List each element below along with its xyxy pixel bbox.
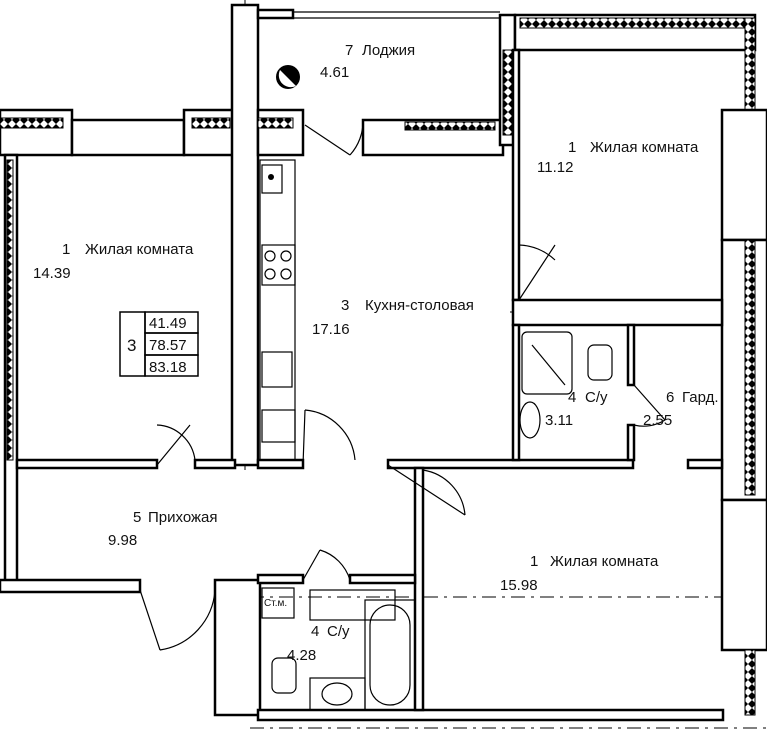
room-number: 5 xyxy=(133,509,141,526)
room-area: 9.98 xyxy=(108,532,137,549)
room-name: Лоджия xyxy=(362,42,415,59)
total-area-with-loggia: 83.18 xyxy=(149,359,187,376)
washer-box xyxy=(261,587,295,619)
area-summary-table: 3 41.49 78.57 83.18 xyxy=(119,311,199,377)
room-area: 14.39 xyxy=(33,265,71,282)
total-area: 78.57 xyxy=(149,337,187,354)
room-area: 17.16 xyxy=(312,321,350,338)
room-name: Прихожая xyxy=(148,509,218,526)
room-label: 1 xyxy=(62,241,70,258)
room-number: 3 xyxy=(341,297,349,314)
room-area: 2.55 xyxy=(643,412,672,429)
interior-walls xyxy=(15,48,724,712)
room-area: 11.12 xyxy=(537,159,573,176)
shower-icon xyxy=(521,331,573,395)
room-number: 1 xyxy=(568,139,576,156)
room-number: 1 xyxy=(530,553,538,570)
room-number: 7 xyxy=(345,42,353,59)
room-name: Гард. xyxy=(682,389,719,406)
room-name: Жилая комната xyxy=(85,241,194,258)
room-labels: 1 Жилая комната 14.39 1 Жилая комната 11… xyxy=(33,42,719,664)
room-name: С/у xyxy=(327,623,350,640)
room-area: 15.98 xyxy=(500,577,538,594)
room-area: 4.61 xyxy=(320,64,349,81)
room-name: Жилая комната xyxy=(590,139,699,156)
exterior-walls xyxy=(0,3,767,722)
doors xyxy=(139,119,666,651)
room-area: 4.28 xyxy=(287,647,316,664)
rooms-count: 3 xyxy=(127,336,136,355)
room-name: Кухня-столовая xyxy=(365,297,474,314)
room-number: 6 xyxy=(666,389,674,406)
washer-label: Ст.м. xyxy=(264,598,287,609)
room-number: 4 xyxy=(568,389,576,406)
washbasin-icon xyxy=(519,401,541,439)
room-name: С/у xyxy=(585,389,608,406)
stove-icon xyxy=(261,244,296,286)
washbasin-icon-2 xyxy=(321,682,353,706)
room-area: 3.11 xyxy=(545,412,573,429)
living-area: 41.49 xyxy=(149,315,187,332)
sink-icon xyxy=(261,351,293,388)
toilet-icon-2 xyxy=(271,657,297,694)
room-name: Жилая комната xyxy=(550,553,659,570)
fixtures xyxy=(259,65,613,711)
toilet-icon xyxy=(587,344,613,381)
bathtub-icon xyxy=(364,599,416,711)
room-number: 4 xyxy=(311,623,319,640)
